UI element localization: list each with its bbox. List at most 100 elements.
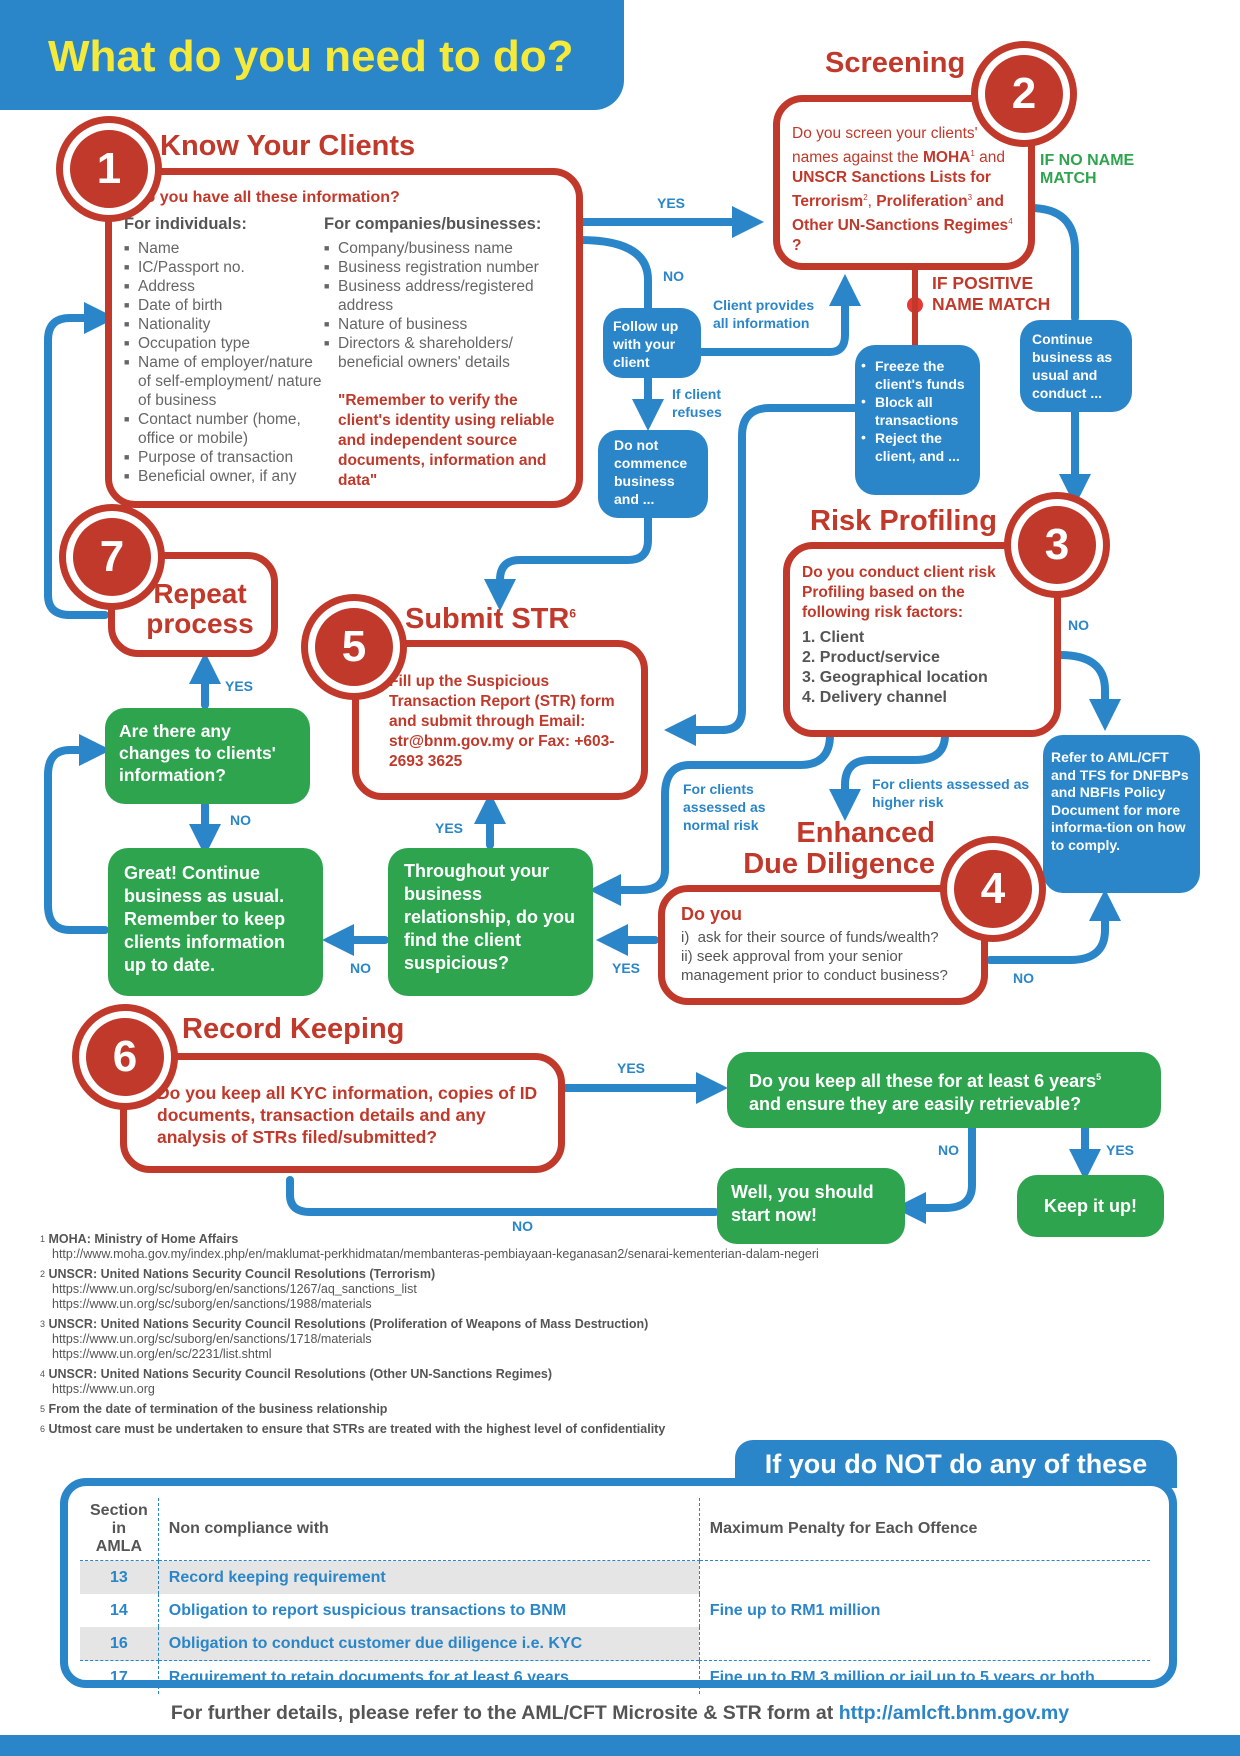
repeat-title: Repeat process: [146, 578, 254, 639]
table-row: 16 Obligation to conduct customer due di…: [80, 1627, 1150, 1661]
follow-up-box: Follow up with your client: [603, 308, 701, 378]
arrow-freeze-to-str: [664, 404, 859, 746]
list-item: Purpose of transaction: [124, 448, 324, 467]
great-box: Great! Continue business as usual. Remem…: [108, 848, 323, 996]
suspicious-box: Throughout your business relationship, d…: [388, 848, 593, 996]
screening-question: Do you screen your clients' names agains…: [792, 125, 1013, 255]
footnote: 2 UNSCR: United Nations Security Council…: [40, 1267, 436, 1311]
companies-list: Company/business name Business registrat…: [324, 239, 574, 372]
kyc-title: Know Your Clients: [160, 130, 416, 162]
footnote: 4 UNSCR: United Nations Security Council…: [40, 1367, 553, 1396]
freeze-bullets: • • •: [861, 357, 866, 445]
edd-no-label: NO: [1013, 970, 1034, 986]
record-box: Do you keep all KYC information, copies …: [120, 1053, 565, 1173]
record-question: Do you keep all KYC information, copies …: [157, 1083, 538, 1147]
footer-bar: [0, 1735, 1240, 1756]
record-title: Record Keeping: [182, 1013, 405, 1045]
list-item: IC/Passport no.: [124, 258, 324, 277]
risk-factor: 3. Geographical location: [802, 669, 988, 686]
if-refuses-label: If client refuses: [672, 386, 722, 420]
arrow-follow-to-screening: [696, 274, 861, 356]
screening-title: Screening: [825, 47, 966, 79]
footnote: 3 UNSCR: United Nations Security Council…: [40, 1317, 649, 1361]
table-row: 13 Record keeping requirement Fine up to…: [80, 1560, 1150, 1661]
header-non: Non compliance with: [158, 1498, 700, 1561]
risk-factor: 1. Client: [802, 629, 865, 646]
list-item: Directors & shareholders/ beneficial own…: [324, 334, 574, 372]
footer-text: For further details, please refer to the…: [170, 1702, 1070, 1724]
record-yes-label: YES: [617, 1060, 646, 1076]
arrow-no-match: [1026, 204, 1079, 322]
page-title: What do you need to do?: [48, 32, 574, 81]
str-number: 5: [315, 608, 393, 686]
arrow-kyc-no: [576, 236, 652, 312]
risk-no-label: NO: [1068, 617, 1089, 633]
header-section: Section in AMLA: [80, 1498, 159, 1561]
microsite-link[interactable]: http://amlcft.bnm.gov.my: [838, 1702, 1070, 1724]
str-title: Submit STR6: [405, 603, 577, 635]
arrow-great-to-changes: [44, 734, 111, 934]
freeze-item: Reject the client, and ...: [875, 430, 960, 464]
arrow-normal-risk: [589, 731, 834, 906]
do-not-commence-box: Do not commence business and ...: [598, 430, 708, 518]
table-header-row: Section in AMLA Non compliance with Maxi…: [80, 1498, 1150, 1561]
edd-yes-label: YES: [612, 960, 641, 976]
arrow-higher-risk: [829, 731, 949, 821]
footnote: 5 From the date of termination of the bu…: [40, 1402, 388, 1416]
continue-box: Continue business as usual and conduct .…: [1020, 320, 1132, 412]
list-item: Business registration number: [324, 258, 574, 277]
no-label: NO: [663, 268, 684, 284]
screening-box: Do you screen your clients' names agains…: [773, 95, 1035, 270]
higher-risk-label: For clients assessed as higher risk: [872, 776, 1030, 810]
risk-factor: 2. Product/service: [802, 649, 940, 666]
table-row: 14 Obligation to report suspicious trans…: [80, 1594, 1150, 1627]
str-text: Fill up the Suspicious Transaction Repor…: [389, 673, 615, 770]
risk-factor: 4. Delivery channel: [802, 689, 947, 706]
risk-box: Do you conduct client risk Profiling bas…: [783, 542, 1061, 737]
arrow-record-no: [286, 1176, 719, 1216]
arrow-risk-no: [1056, 651, 1121, 731]
changes-no-label: NO: [230, 812, 251, 828]
freeze-item: Block all transactions: [875, 394, 959, 428]
changes-yes-label: YES: [225, 678, 254, 694]
positive-match-label: IF POSITIVE NAME MATCH: [932, 273, 1051, 314]
arrow-repeat-to-kyc: [44, 302, 116, 619]
arrow-keep-no: [894, 1124, 976, 1224]
penalty-table: Section in AMLA Non compliance with Maxi…: [80, 1498, 1150, 1694]
edd-title: Enhanced Due Diligence: [743, 817, 935, 880]
list-item: Nature of business: [324, 315, 574, 334]
no-match-label: IF NO NAME MATCH: [1040, 152, 1135, 187]
changes-box: Are there any changes to clients' inform…: [105, 708, 310, 804]
edd-box: Do you i) ask for their source of funds/…: [658, 885, 988, 1005]
kyc-box: Do you have all these information? For i…: [105, 168, 583, 508]
risk-question: Do you conduct client risk Profiling bas…: [802, 564, 996, 621]
suspicious-yes-label: YES: [435, 820, 464, 836]
list-item: Beneficial owner, if any: [124, 467, 324, 486]
kyc-reminder: "Remember to verify the client's identit…: [338, 392, 555, 489]
repeat-number: 7: [73, 518, 151, 596]
record-number: 6: [86, 1018, 164, 1096]
footnote: 6 Utmost care must be undertaken to ensu…: [40, 1422, 666, 1436]
list-item: Name of employer/nature of self-employme…: [124, 353, 324, 410]
arrow-edd-no: [986, 889, 1121, 964]
arrow-commence-to-str: [484, 514, 652, 611]
table-row: 17 Requirement to retain documents for a…: [80, 1660, 1150, 1694]
suspicious-no-label: NO: [350, 960, 371, 976]
record-no-label: NO: [512, 1218, 533, 1234]
risk-title: Risk Profiling: [810, 505, 997, 537]
list-item: Address: [124, 277, 324, 296]
edd-number: 4: [954, 850, 1032, 928]
screening-number: 2: [985, 55, 1063, 133]
kyc-question: Do you have all these information?: [134, 189, 400, 206]
header-banner: What do you need to do?: [0, 0, 624, 110]
penalty-table-frame: Section in AMLA Non compliance with Maxi…: [60, 1478, 1177, 1694]
list-item: Nationality: [124, 315, 324, 334]
risk-number: 3: [1018, 506, 1096, 584]
yes-label: YES: [657, 195, 686, 211]
list-item: Name: [124, 239, 324, 258]
keep-up-box: Keep it up!: [1017, 1175, 1164, 1237]
edd-item: i) ask for their source of funds/wealth?: [681, 929, 939, 946]
client-provides-label: Client provides all information: [713, 297, 815, 331]
